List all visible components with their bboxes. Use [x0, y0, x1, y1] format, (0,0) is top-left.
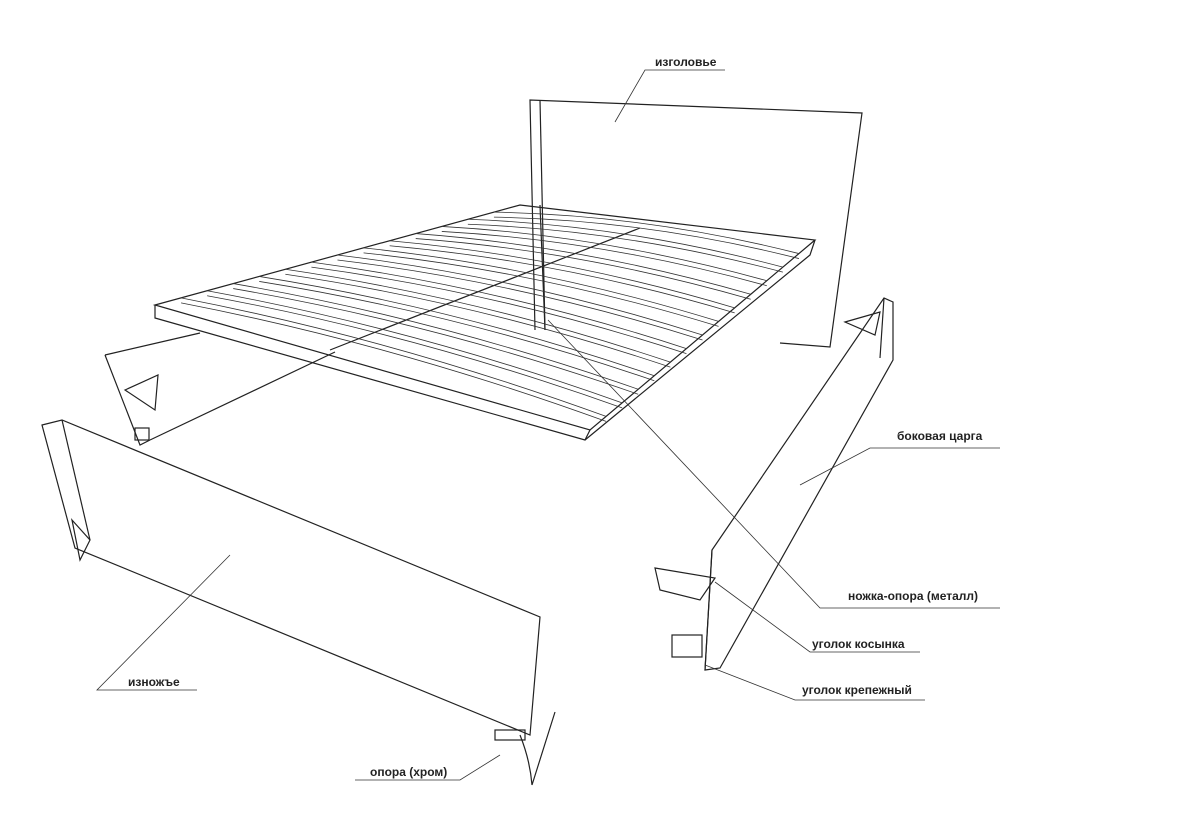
slat — [363, 252, 719, 327]
slat — [493, 216, 800, 259]
slat — [233, 288, 639, 395]
slat — [337, 254, 703, 336]
slat — [441, 231, 767, 287]
label-side-rail: боковая царга — [897, 429, 983, 443]
slat — [207, 290, 623, 404]
slat — [493, 211, 800, 254]
left-rail-drawing — [104, 332, 336, 446]
slat — [337, 259, 703, 341]
leader-lines — [96, 69, 1000, 781]
slat — [259, 276, 655, 377]
slat — [259, 281, 655, 382]
slat — [285, 273, 671, 368]
slat — [467, 223, 783, 273]
label-footboard: изножъе — [128, 675, 180, 689]
label-leg-support: ножка-опора (металл) — [848, 589, 979, 603]
slat — [207, 295, 623, 409]
slat — [285, 268, 671, 363]
slat — [311, 266, 687, 354]
label-gusset-corner: уголок косынка — [812, 637, 905, 651]
slat — [415, 238, 751, 300]
slat — [389, 240, 735, 309]
label-chrome-support: опора (хром) — [370, 765, 448, 779]
label-mounting-corner: уголок крепежный — [802, 683, 912, 697]
slat — [441, 226, 767, 282]
footboard-drawing — [41, 419, 556, 786]
slat-frame-drawing — [152, 204, 817, 441]
slat — [311, 261, 687, 349]
slat — [363, 247, 719, 322]
slat — [415, 233, 751, 295]
side-rail-drawing — [654, 297, 894, 671]
slat — [180, 297, 607, 417]
headboard-drawing — [529, 99, 863, 348]
slat — [180, 302, 607, 422]
slat — [467, 218, 783, 268]
label-headboard: изголовье — [655, 55, 717, 69]
slat — [389, 245, 735, 314]
slat — [233, 283, 639, 390]
